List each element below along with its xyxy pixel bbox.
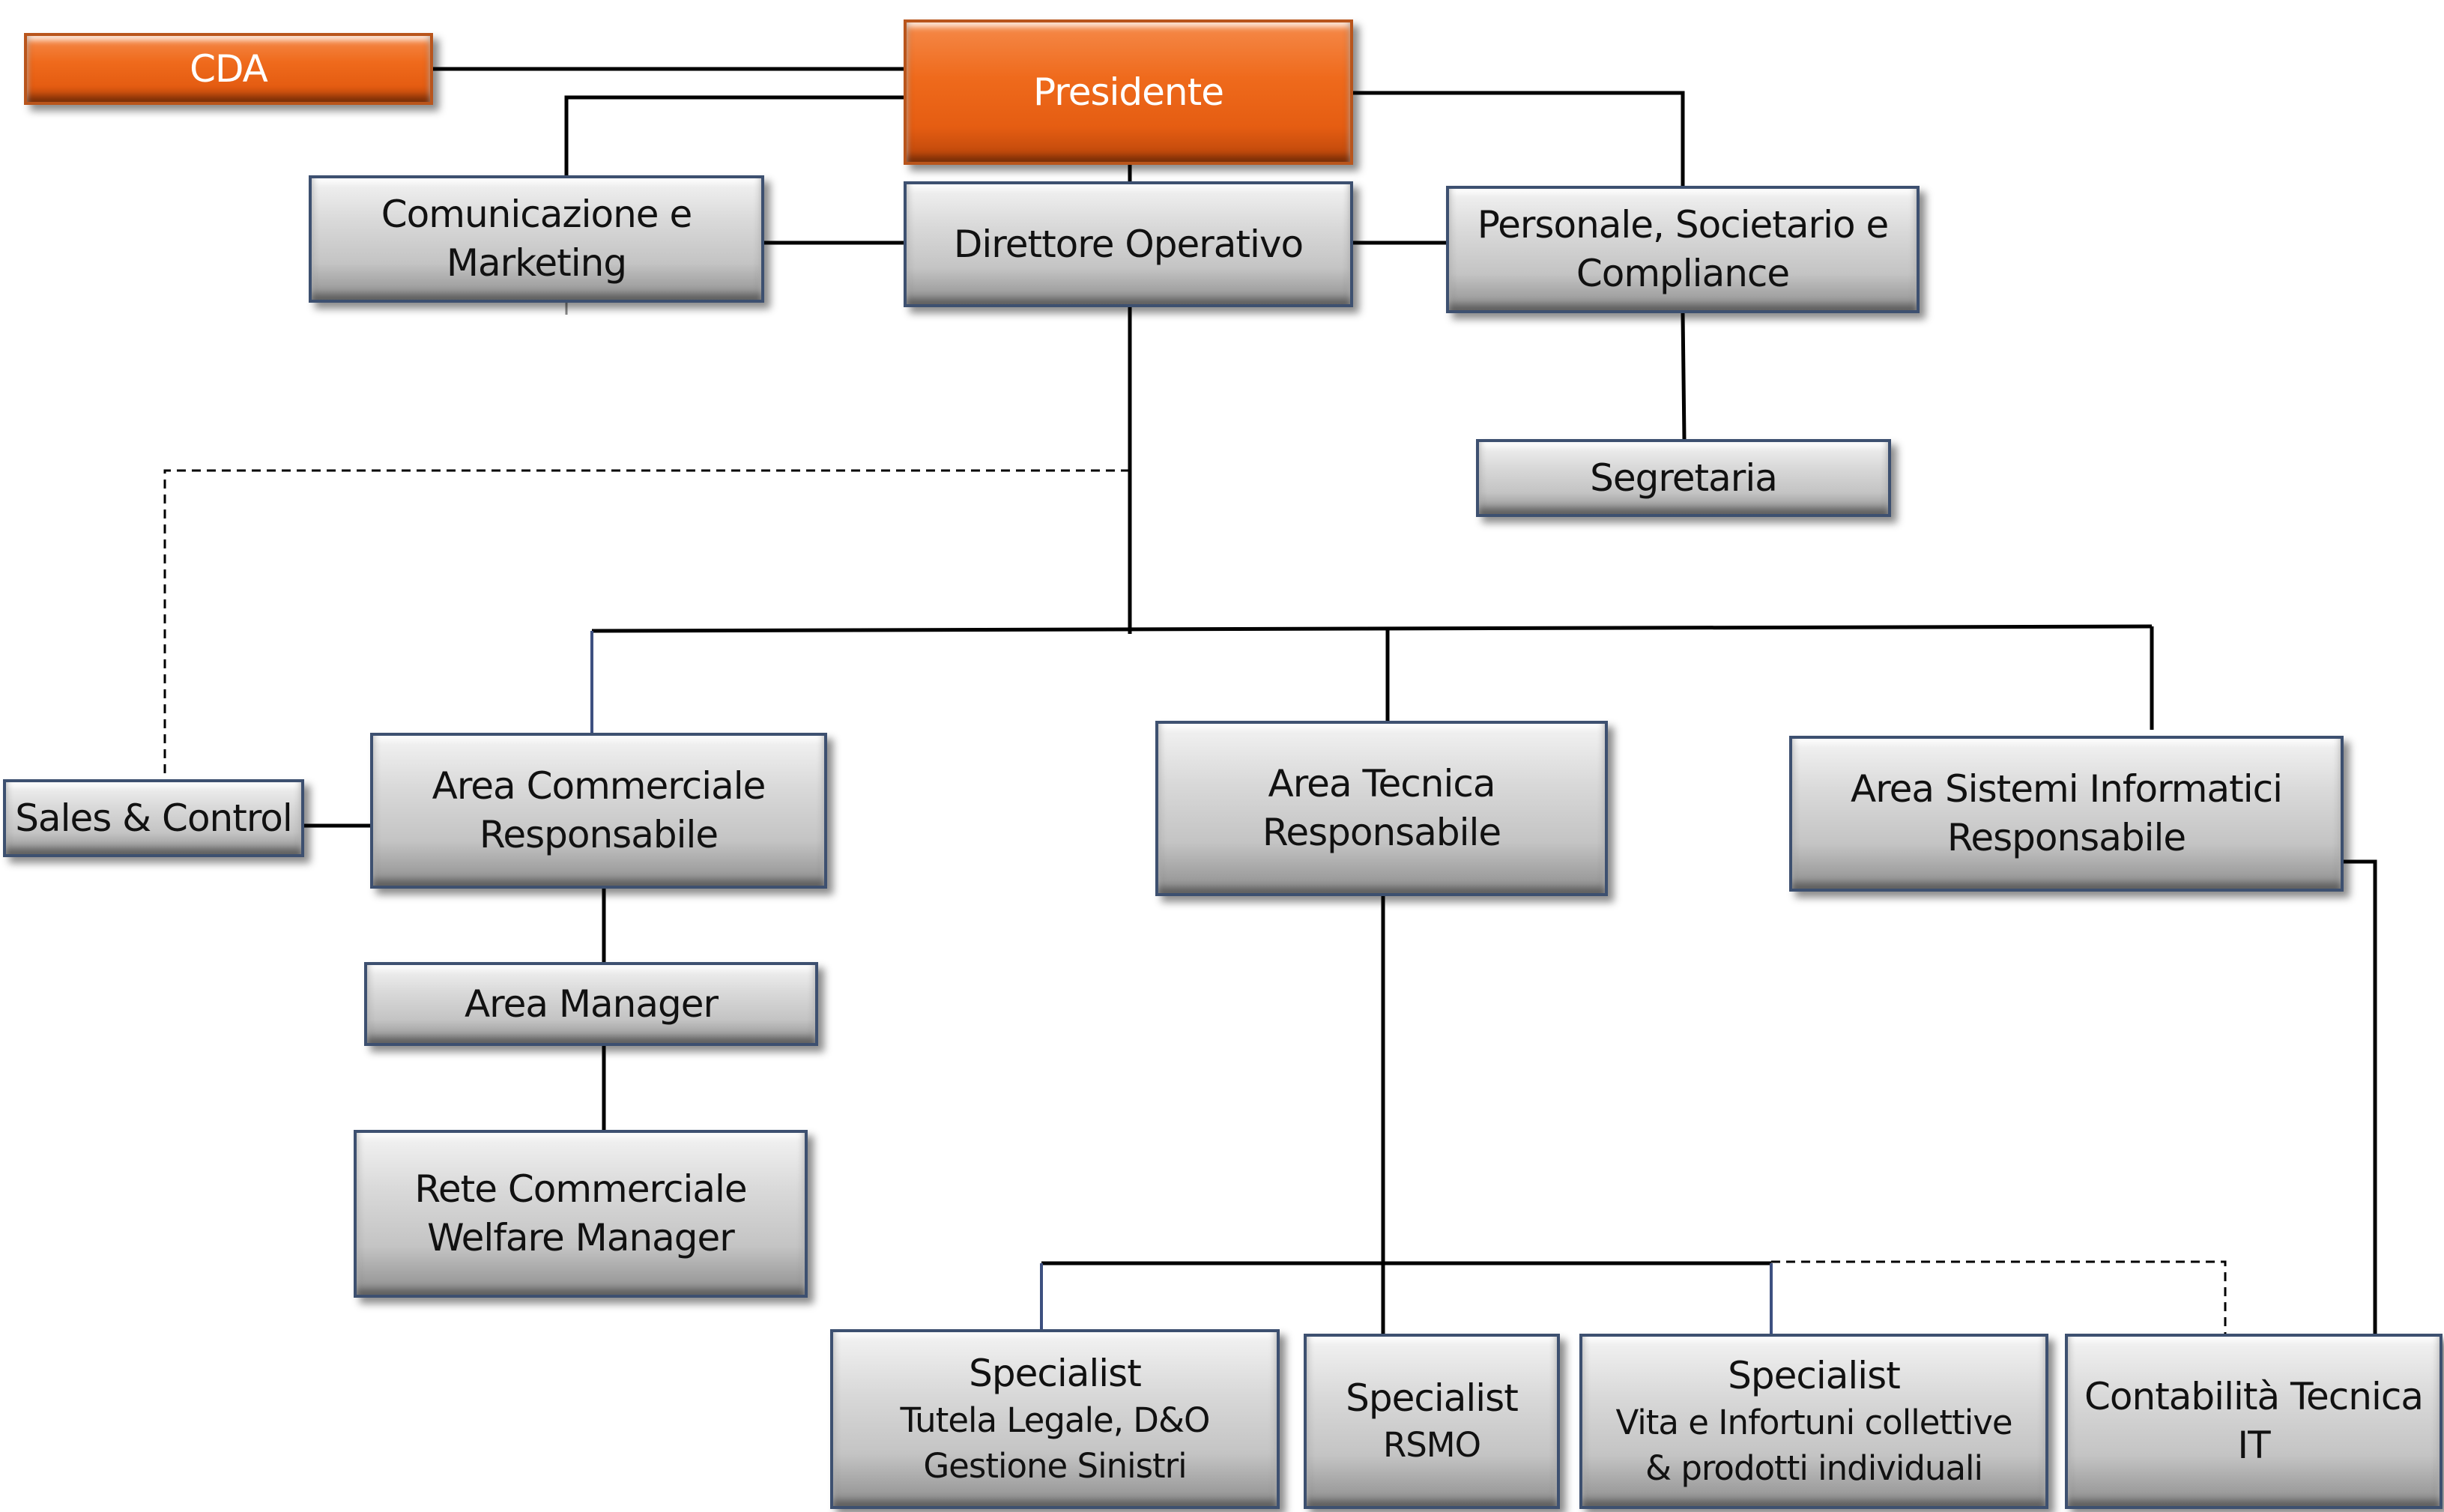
rete-commerciale-box: Rete Commerciale Welfare Manager <box>354 1130 808 1298</box>
specialist-tutela-box: Specialist Tutela Legale, D&O Gestione S… <box>830 1329 1280 1509</box>
direttore-label: Direttore Operativo <box>953 222 1304 266</box>
area-manager-label: Area Manager <box>464 982 719 1026</box>
specialist-tutela-line-1: Tutela Legale, D&O <box>900 1400 1211 1440</box>
rete-commerciale-line-1: Rete Commerciale <box>414 1167 747 1211</box>
connector-presidente-personale <box>1353 91 1685 186</box>
sales-control-box: Sales & Control <box>3 779 304 857</box>
cda-label: CDA <box>190 46 268 91</box>
presidente-label: Presidente <box>1033 70 1224 114</box>
dashed-connector-specialist-contabilita <box>1771 1260 2227 1334</box>
specialist-tutela-line-2: Gestione Sinistri <box>923 1445 1187 1486</box>
specialist-vita-line-1: Vita e Infortuni collettive <box>1615 1402 2012 1442</box>
segretaria-box: Segretaria <box>1476 439 1891 517</box>
comunicazione-line-1: Comunicazione e <box>381 193 692 236</box>
dashed-connector-direttore-sales <box>163 469 1130 778</box>
comunicazione-line-2: Marketing <box>446 241 627 285</box>
personale-line-2: Compliance <box>1576 252 1790 295</box>
specialist-rsmo-line-1: RSMO <box>1382 1425 1481 1466</box>
specialist-tutela-title: Specialist <box>969 1351 1142 1395</box>
comunicazione-marketing-box: Comunicazione e Marketing <box>309 175 764 303</box>
area-manager-box: Area Manager <box>364 962 818 1046</box>
contabilita-line-2: IT <box>2237 1424 2270 1467</box>
area-commerciale-line-1: Area Commerciale <box>432 764 766 808</box>
connector-sistemi-contabilita <box>2344 859 2377 1337</box>
specialist-vita-line-2: & prodotti individuali <box>1645 1448 1983 1488</box>
cda-box: CDA <box>24 33 433 105</box>
area-sistemi-informatici-box: Area Sistemi Informatici Responsabile <box>1789 736 2344 892</box>
specialist-vita-title: Specialist <box>1728 1353 1901 1397</box>
specialist-rsmo-box: Specialist RSMO <box>1304 1334 1560 1509</box>
area-tecnica-box: Area Tecnica Responsabile <box>1155 721 1608 896</box>
presidente-box: Presidente <box>904 19 1353 165</box>
area-tecnica-line-1: Area Tecnica <box>1268 762 1496 805</box>
area-tecnica-line-2: Responsabile <box>1262 811 1501 854</box>
connector-personale-segretaria <box>1681 312 1687 440</box>
segretaria-label: Segretaria <box>1590 456 1778 500</box>
personale-line-1: Personale, Societario e <box>1477 203 1890 247</box>
area-commerciale-line-2: Responsabile <box>479 813 719 856</box>
rete-commerciale-line-2: Welfare Manager <box>427 1216 735 1260</box>
contabilita-tecnica-box: Contabilità Tecnica IT <box>2065 1334 2443 1509</box>
area-commerciale-box: Area Commerciale Responsabile <box>370 733 827 889</box>
personale-societario-compliance-box: Personale, Societario e Compliance <box>1446 186 1920 313</box>
contabilita-line-1: Contabilità Tecnica <box>2084 1375 2424 1418</box>
sales-label: Sales & Control <box>15 796 293 840</box>
direttore-operativo-box: Direttore Operativo <box>904 181 1353 307</box>
specialist-rsmo-title: Specialist <box>1346 1376 1519 1421</box>
area-sistemi-line-1: Area Sistemi Informatici <box>1850 767 2283 811</box>
connector-areas-bus <box>591 624 2153 633</box>
area-sistemi-line-2: Responsabile <box>1947 816 2186 859</box>
specialist-vita-box: Specialist Vita e Infortuni collettive &… <box>1579 1334 2048 1509</box>
connector-presidente-comunicazione <box>564 95 905 175</box>
